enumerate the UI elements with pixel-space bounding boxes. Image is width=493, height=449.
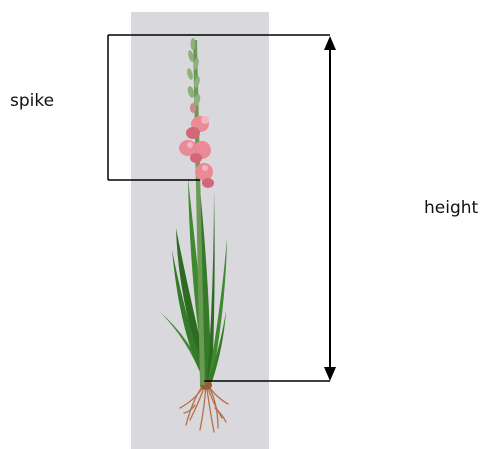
spike-label: spike — [10, 93, 54, 110]
height-arrow-icon — [324, 36, 336, 381]
height-label: height — [424, 200, 478, 217]
